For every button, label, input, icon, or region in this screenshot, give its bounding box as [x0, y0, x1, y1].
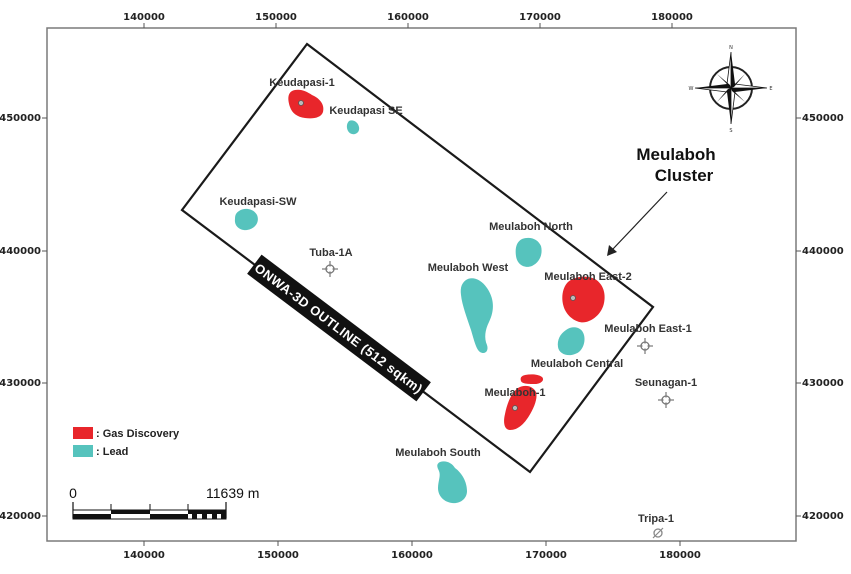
label-meulaboh-east-2: Meulaboh East-2	[544, 271, 631, 283]
label-meulaboh-central: Meulaboh Central	[531, 358, 623, 370]
well-marker-meulaboh-east-2	[570, 295, 576, 301]
y-tick-label: 420000	[802, 511, 844, 522]
x-tick-label: 180000	[651, 12, 693, 23]
x-tick-label: 170000	[519, 12, 561, 23]
label-tripa-1: Tripa-1	[638, 513, 674, 525]
label-meulaboh-east-1: Meulaboh East-1	[604, 323, 691, 335]
abandoned-well-icon	[652, 527, 664, 539]
y-axis-left: 450000 440000 430000 420000	[0, 113, 47, 522]
x-tick-label: 180000	[659, 550, 701, 561]
x-tick-label: 160000	[387, 12, 429, 23]
x-tick-label: 160000	[391, 550, 433, 561]
dry-well-icon	[637, 338, 653, 354]
y-tick-label: 450000	[802, 113, 844, 124]
x-tick-label: 150000	[255, 12, 297, 23]
lead-meulaboh-central	[557, 327, 585, 356]
y-axis-right: 450000 440000 430000 420000	[796, 113, 844, 522]
lead-meulaboh-west	[460, 278, 493, 354]
legend-label-gas: : Gas Discovery	[96, 428, 180, 440]
dry-well-icon	[322, 261, 338, 277]
scale-start-label: 0	[69, 485, 77, 501]
label-meulaboh-north: Meulaboh North	[489, 221, 573, 233]
x-tick-label: 140000	[123, 12, 165, 23]
gas-meulaboh-east-2	[562, 276, 605, 323]
legend-label-lead: : Lead	[96, 446, 128, 458]
label-meulaboh-1: Meulaboh-1	[484, 387, 545, 399]
well-marker-keudapasi-1	[298, 100, 304, 106]
compass-e: E	[769, 86, 772, 92]
label-keudapasi-1: Keudapasi-1	[269, 77, 334, 89]
dry-well-icon	[658, 392, 674, 408]
x-axis-top: 140000 150000 160000 170000 180000	[123, 12, 693, 28]
well-marker-meulaboh-1	[512, 405, 518, 411]
legend-swatch-gas	[73, 427, 93, 439]
y-tick-label: 420000	[0, 511, 41, 522]
gas-keudapasi-1	[288, 89, 324, 119]
label-seunagan-1: Seunagan-1	[635, 377, 697, 389]
compass-s: S	[729, 128, 732, 134]
label-keudapasi-se: Keudapasi SE	[329, 105, 402, 117]
compass-n: N	[729, 45, 733, 51]
cluster-arrow	[607, 191, 668, 256]
cluster-label-line2: Cluster	[655, 166, 714, 185]
y-tick-label: 430000	[0, 378, 41, 389]
compass-rose-icon: N S E W	[689, 45, 773, 134]
cluster-label-line1: Meulaboh	[636, 145, 715, 164]
gas-meulaboh-1	[504, 385, 537, 430]
survey-outline	[180, 42, 655, 474]
gas-meulaboh-1-north	[520, 374, 544, 384]
lead-keudapasi-se	[346, 120, 360, 135]
x-tick-label: 140000	[123, 550, 165, 561]
y-tick-label: 450000	[0, 113, 41, 124]
label-meulaboh-south: Meulaboh South	[395, 447, 481, 459]
compass-w: W	[689, 86, 694, 92]
legend: : Gas Discovery : Lead	[73, 427, 180, 458]
label-tuba-1a: Tuba-1A	[309, 247, 352, 259]
x-tick-label: 150000	[257, 550, 299, 561]
lead-keudapasi-sw	[234, 208, 258, 231]
lead-meulaboh-north	[515, 237, 542, 267]
y-tick-label: 430000	[802, 378, 844, 389]
label-keudapasi-sw: Keudapasi-SW	[219, 196, 297, 208]
y-tick-label: 440000	[0, 246, 41, 257]
label-meulaboh-west: Meulaboh West	[428, 262, 509, 274]
x-tick-label: 170000	[525, 550, 567, 561]
map-frame	[46, 27, 797, 542]
legend-swatch-lead	[73, 445, 93, 457]
x-axis-bottom: 140000 150000 160000 170000 180000	[123, 541, 701, 561]
y-tick-label: 440000	[802, 246, 844, 257]
scale-bar: 0 11639 m	[69, 485, 259, 520]
scale-end-label: 11639 m	[206, 485, 259, 501]
lead-meulaboh-south	[437, 461, 467, 504]
